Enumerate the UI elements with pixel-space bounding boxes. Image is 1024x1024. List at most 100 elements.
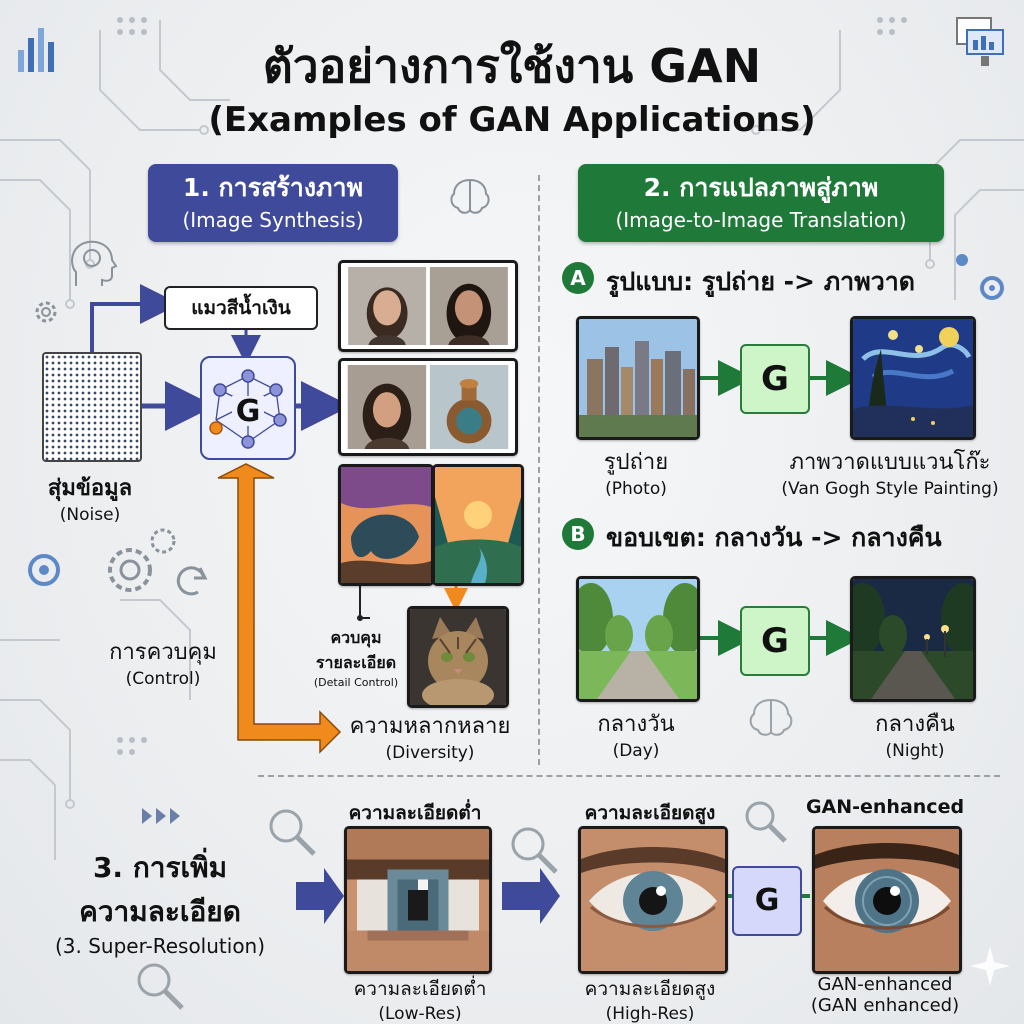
section2-title: 2. การแปลภาพสู่ภาพ: [643, 173, 879, 202]
section3-subtitle: (3. Super-Resolution): [54, 934, 266, 958]
portrait-and-vase-image: [347, 365, 509, 449]
van-gogh-painting: [850, 316, 976, 440]
target-circle-icon: [956, 254, 1004, 300]
detail-english: (Detail Control): [313, 676, 399, 689]
section2-subtitle: (Image-to-Image Translation): [615, 208, 907, 232]
neural-network-icon: [209, 369, 287, 449]
section3-title-line1: 3. การเพิ่ม: [92, 851, 228, 884]
low-res-subtitle: (Low-Res): [378, 1004, 462, 1024]
magnifier-icon: [269, 809, 316, 856]
diversity-subtitle: (Diversity): [385, 743, 475, 763]
section1-title: 1. การสร้างภาพ: [182, 173, 364, 202]
enhanced-eye: [812, 826, 962, 974]
night-subtitle: (Night): [885, 741, 945, 761]
bar-chart-icon: [18, 28, 54, 72]
high-res-bottom-label: ความละเอียดสูง (High-Res): [560, 974, 740, 1024]
photo-subtitle: (Photo): [605, 479, 667, 499]
condition-text-box: แมวสีน้ำเงิน: [164, 286, 318, 330]
day-subtitle: (Day): [612, 741, 660, 761]
section1-subtitle: (Image Synthesis): [182, 208, 364, 232]
high-res-eye: [578, 826, 728, 974]
main-title: ตัวอย่างการใช้งาน GAN: [262, 39, 762, 93]
control-label: การควบคุม (Control): [88, 634, 238, 689]
output-row-2: [338, 358, 518, 456]
generator-box-b: G: [740, 606, 810, 676]
generator-label: G: [235, 394, 261, 429]
a-heading: รูปแบบ: รูปถ่าย -> ภาพวาด: [606, 267, 916, 296]
diversity-title: ความหลากหลาย: [349, 714, 511, 739]
enhanced-eye-image: [815, 829, 959, 971]
head-brain-icon: [71, 240, 118, 286]
detail-line-1: ควบคุม: [330, 628, 382, 647]
photo-label: รูปถ่าย (Photo): [566, 444, 706, 499]
generator-box-sr: G: [732, 866, 802, 936]
detail-line-2: รายละเอียด: [315, 653, 397, 672]
day-label: กลางวัน (Day): [566, 706, 706, 761]
noise-grid: [42, 352, 142, 462]
high-res-subtitle: (High-Res): [605, 1004, 695, 1024]
photo-title: รูปถ่าย: [603, 450, 669, 475]
night-label: กลางคืน (Night): [840, 706, 990, 761]
abstract-painting: [341, 467, 431, 583]
night-photo: [850, 576, 976, 702]
main-subtitle: (Examples of GAN Applications): [208, 100, 816, 140]
magnifier-icon: [511, 827, 558, 874]
high-res-top-label: ความละเอียดสูง: [584, 802, 716, 824]
section3-title-line2: ความละเอียด: [79, 895, 241, 928]
monitor-chart-icon: [956, 17, 1004, 66]
city-photo: [576, 316, 700, 440]
noise-subtitle: (Noise): [59, 505, 121, 525]
day-title: กลางวัน: [597, 712, 675, 737]
low-res-eye: [344, 826, 492, 974]
landscape-art-image: [432, 464, 524, 586]
control-subtitle: (Control): [125, 669, 201, 689]
low-res-bottom-label: ความละเอียดต่ำ (Low-Res): [330, 974, 510, 1024]
gear-icon: [108, 548, 152, 592]
landscape-painting: [435, 467, 521, 583]
diversity-label: ความหลากหลาย (Diversity): [330, 708, 530, 763]
day-park-image: [579, 579, 697, 699]
magnifier-icon: [745, 801, 787, 843]
control-title: การควบคุม: [109, 640, 217, 665]
detail-control-label: ควบคุม รายละเอียด (Detail Control): [304, 626, 408, 689]
badge-a: A: [562, 262, 594, 294]
van-gogh-title: ภาพวาดแบบแวนโก๊ะ: [789, 450, 991, 475]
high-res-title: ความละเอียดสูง: [584, 978, 716, 1000]
enhanced-title: GAN-enhanced: [817, 974, 953, 995]
brain-icon: [450, 178, 490, 214]
section3-title: 3. การเพิ่ม ความละเอียด (3. Super-Resolu…: [26, 846, 294, 958]
cat-photo: [410, 609, 506, 705]
output-row-1: [338, 260, 518, 352]
brain-icon: [749, 698, 793, 736]
city-skyline-image: [579, 319, 697, 437]
section1-banner: 1. การสร้างภาพ (Image Synthesis): [148, 164, 398, 242]
noise-title: สุ่มข้อมูล: [47, 476, 133, 501]
section1-arrows: [90, 284, 468, 754]
gear-icon: [35, 301, 57, 323]
generator-box: G: [200, 356, 296, 460]
enhanced-subtitle: (GAN enhanced): [810, 995, 960, 1016]
van-gogh-label: ภาพวาดแบบแวนโก๊ะ (Van Gogh Style Paintin…: [760, 444, 1020, 499]
noise-label: สุ่มข้อมูล (Noise): [28, 470, 152, 525]
night-title: กลางคืน: [875, 712, 955, 737]
target-circle-icon: [28, 554, 60, 586]
starry-night-image: [853, 319, 973, 437]
day-photo: [576, 576, 700, 702]
generator-box-a: G: [740, 344, 810, 414]
enhanced-top-label: GAN-enhanced: [805, 796, 965, 818]
abstract-art-image: [338, 464, 434, 586]
high-res-eye-image: [581, 829, 725, 971]
woman-portraits-image: [348, 267, 508, 345]
enhanced-bottom-label: GAN-enhanced (GAN enhanced): [800, 974, 970, 1016]
section2-arrows: [696, 360, 862, 656]
horizontal-divider: [258, 775, 1000, 777]
low-res-title: ความละเอียดต่ำ: [353, 978, 487, 1000]
cat-image: [407, 606, 509, 708]
play-arrows-icon: [142, 808, 180, 824]
section2-banner: 2. การแปลภาพสู่ภาพ (Image-to-Image Trans…: [578, 164, 944, 242]
badge-b: B: [562, 518, 594, 550]
gear-icon: [150, 528, 176, 554]
b-heading: ขอบเขต: กลางวัน -> กลางคืน: [606, 523, 942, 552]
